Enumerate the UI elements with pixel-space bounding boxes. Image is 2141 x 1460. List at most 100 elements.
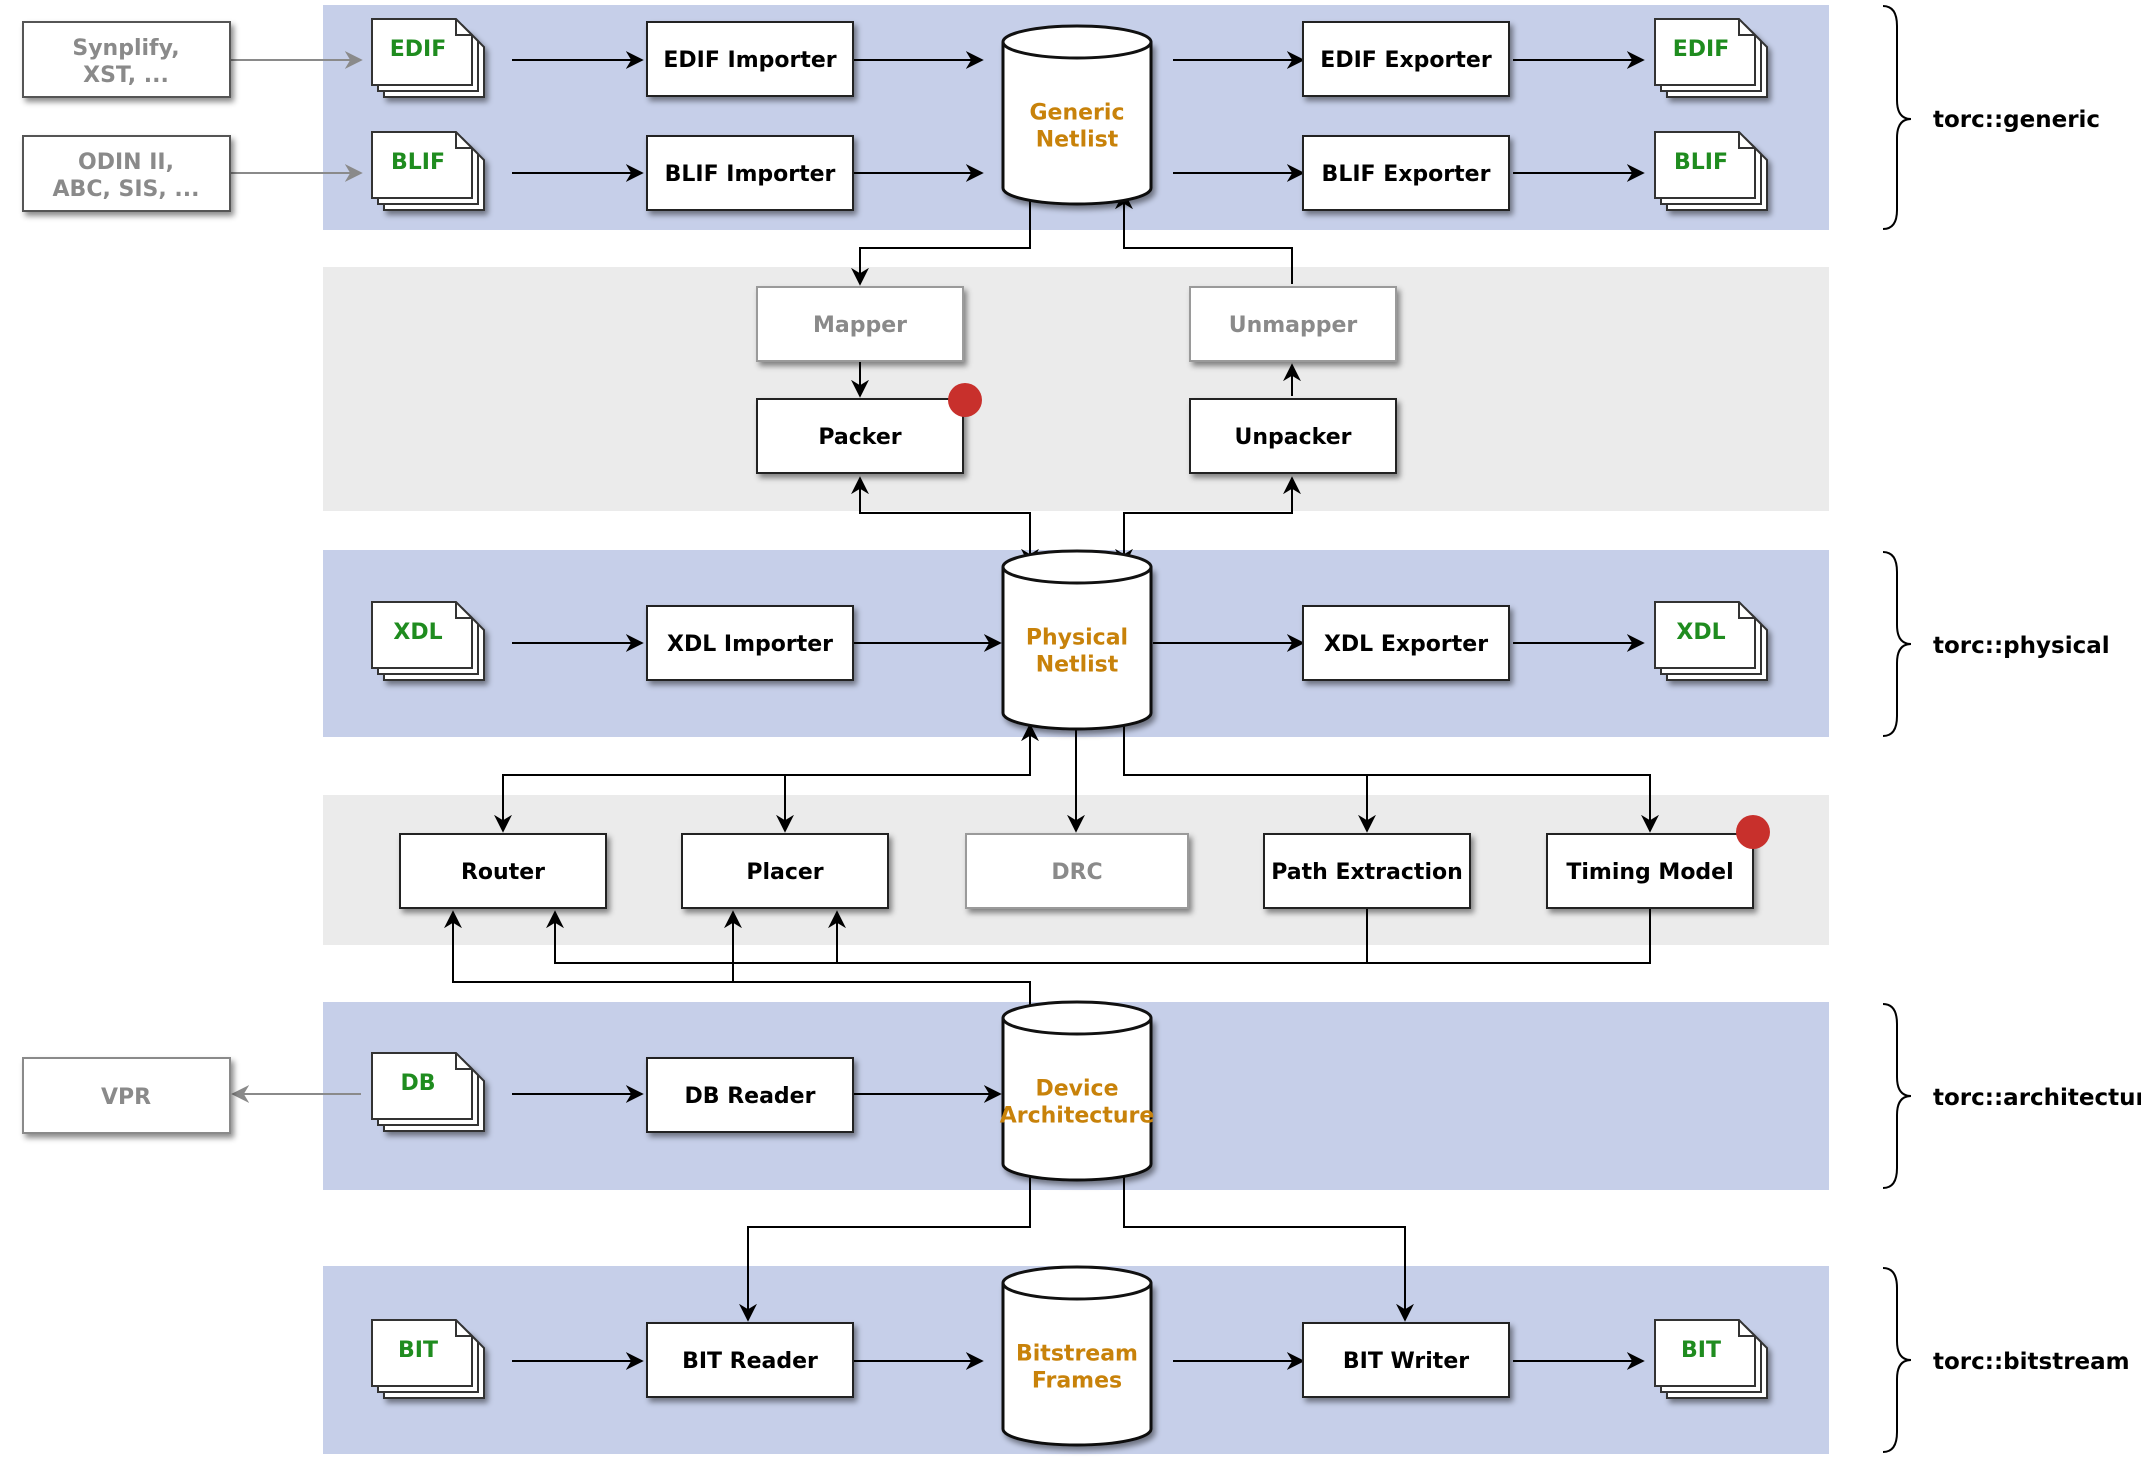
document-bit-out-label: BIT [1681, 1338, 1721, 1363]
document-blif-out[interactable]: BLIF [1654, 131, 1768, 211]
band-mapping [323, 267, 1829, 511]
documents: EDIF BLIF EDIF BLIF XDL XDL DB BIT BIT [371, 18, 1768, 1399]
namespace-bitstream: torc::bitstream [1933, 1349, 2130, 1375]
xdl-exporter-label: XDL Exporter [1324, 632, 1488, 657]
router-box[interactable]: Router [399, 833, 607, 909]
arrow-physical-router-placer [494, 723, 1039, 833]
timing-model-status-dot [1736, 815, 1770, 849]
packer-status-dot [948, 383, 982, 417]
blif-exporter-label: BLIF Exporter [1322, 162, 1491, 187]
document-blif-in[interactable]: BLIF [371, 131, 485, 211]
packer-box[interactable]: Packer [756, 398, 964, 474]
placer-box[interactable]: Placer [681, 833, 889, 909]
mapper-label: Mapper [813, 313, 907, 338]
feedback-path-timing [546, 908, 1368, 964]
document-bit-in-label: BIT [398, 1338, 438, 1363]
mapper-box[interactable]: Mapper [756, 286, 964, 362]
edif-exporter-box[interactable]: EDIF Exporter [1302, 21, 1510, 97]
tool-odin-line1: ODIN II, [78, 150, 174, 175]
arrow-physical-path-timing [1123, 722, 1659, 833]
device-architecture-label-2: Architecture [1000, 1104, 1155, 1129]
document-xdl-out-label: XDL [1676, 620, 1725, 645]
generic-netlist-label-1: Generic [1030, 101, 1125, 126]
document-db[interactable]: DB [371, 1052, 485, 1132]
external-tools: Synplify, XST, ... ODIN II, ABC, SIS, ..… [22, 21, 231, 1134]
document-edif-out-label: EDIF [1673, 37, 1730, 62]
tool-odin[interactable]: ODIN II, ABC, SIS, ... [22, 135, 231, 212]
brace-architecture [1882, 1003, 1912, 1189]
path-extraction-box[interactable]: Path Extraction [1263, 833, 1471, 909]
databases: GenericNetlistPhysicalNetlistDeviceArchi… [1000, 24, 1155, 1447]
document-xdl-in[interactable]: XDL [371, 601, 485, 681]
bit-writer-box[interactable]: BIT Writer [1302, 1322, 1510, 1398]
unmapper-box[interactable]: Unmapper [1189, 286, 1397, 362]
drc-label: DRC [1051, 860, 1102, 885]
blif-importer-box[interactable]: BLIF Importer [646, 135, 854, 211]
arrow-device-bit-writer [1123, 1172, 1414, 1322]
brace-bitstream [1882, 1267, 1912, 1453]
connectors [231, 51, 1659, 1370]
document-blif-out-label: BLIF [1674, 150, 1728, 175]
tool-synplify-line2: XST, ... [83, 63, 169, 88]
device-architecture-label-1: Device [1035, 1077, 1118, 1102]
brace-physical [1882, 551, 1912, 737]
tool-synplify-line1: Synplify, [72, 36, 179, 61]
arrow-unpacker-physical [1115, 476, 1301, 567]
arrow-device-bit-reader [739, 1172, 1031, 1322]
bit-writer-label: BIT Writer [1343, 1349, 1469, 1374]
bitstream-frames-label-1: Bitstream [1016, 1342, 1138, 1367]
placer-label: Placer [746, 860, 823, 885]
document-edif-in-label: EDIF [390, 37, 447, 62]
namespace-architecture: torc::architecture [1933, 1085, 2141, 1111]
document-xdl-out[interactable]: XDL [1654, 601, 1768, 681]
blif-importer-label: BLIF Importer [665, 162, 836, 187]
tool-vpr-label: VPR [101, 1085, 151, 1110]
document-xdl-in-label: XDL [393, 620, 442, 645]
namespace-generic: torc::generic [1933, 107, 2100, 133]
packer-label: Packer [818, 425, 901, 450]
path-extraction-label: Path Extraction [1271, 860, 1463, 885]
edif-importer-label: EDIF Importer [663, 48, 836, 73]
document-edif-in[interactable]: EDIF [371, 18, 485, 98]
brace-generic [1882, 5, 1912, 230]
timing-model-box[interactable]: Timing Model [1546, 833, 1754, 909]
feedback-timing-line [1367, 908, 1651, 964]
unpacker-box[interactable]: Unpacker [1189, 398, 1397, 474]
tool-odin-line2: ABC, SIS, ... [53, 177, 200, 202]
db-reader-box[interactable]: DB Reader [646, 1057, 854, 1133]
router-label: Router [461, 860, 545, 885]
arrow-unmapper-netlist [1115, 191, 1293, 284]
unmapper-label: Unmapper [1229, 313, 1358, 338]
db-reader-label: DB Reader [685, 1084, 816, 1109]
xdl-importer-box[interactable]: XDL Importer [646, 605, 854, 681]
namespaces: torc::generic torc::physical torc::archi… [1882, 5, 2141, 1453]
document-bit-out[interactable]: BIT [1654, 1319, 1768, 1399]
xdl-exporter-box[interactable]: XDL Exporter [1302, 605, 1510, 681]
bit-reader-box[interactable]: BIT Reader [646, 1322, 854, 1398]
bit-reader-label: BIT Reader [682, 1349, 818, 1374]
physical-netlist-label-1: Physical [1026, 626, 1128, 651]
document-blif-in-label: BLIF [391, 150, 445, 175]
physical-netlist-label-2: Netlist [1036, 653, 1119, 678]
drc-box[interactable]: DRC [965, 833, 1189, 909]
bitstream-frames-label-2: Frames [1032, 1369, 1122, 1394]
tool-synplify[interactable]: Synplify, XST, ... [22, 21, 231, 98]
edif-exporter-label: EDIF Exporter [1320, 48, 1492, 73]
tool-vpr[interactable]: VPR [22, 1057, 231, 1134]
edif-importer-box[interactable]: EDIF Importer [646, 21, 854, 97]
document-bit-in[interactable]: BIT [371, 1319, 485, 1399]
unpacker-label: Unpacker [1235, 425, 1352, 450]
timing-model-label: Timing Model [1566, 860, 1733, 885]
xdl-importer-label: XDL Importer [667, 632, 833, 657]
document-db-label: DB [400, 1071, 435, 1096]
generic-netlist-label-2: Netlist [1036, 128, 1119, 153]
document-edif-out[interactable]: EDIF [1654, 18, 1768, 98]
blif-exporter-box[interactable]: BLIF Exporter [1302, 135, 1510, 211]
namespace-physical: torc::physical [1933, 633, 2110, 659]
